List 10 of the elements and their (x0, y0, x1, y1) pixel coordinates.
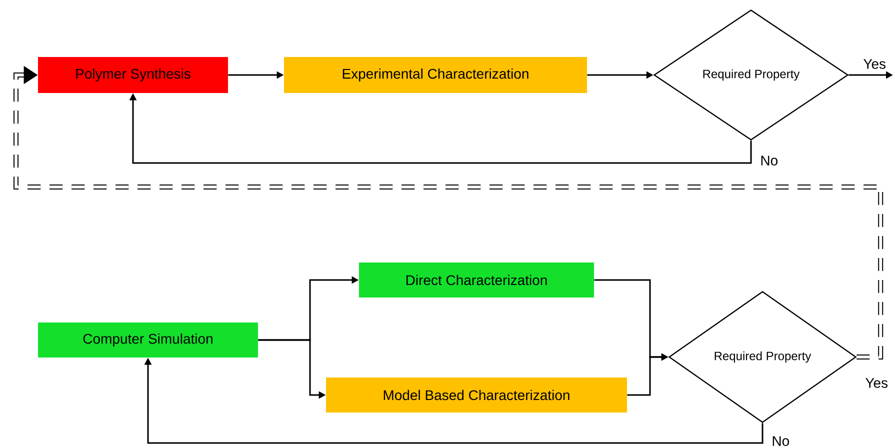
edge-label: Yes (862, 58, 888, 70)
process-box: Direct Characterization (359, 262, 594, 298)
process-box: Computer Simulation (38, 322, 258, 358)
edge-label: No (759, 154, 780, 166)
edge-label: No (770, 435, 791, 447)
edge-label: Yes (864, 377, 890, 389)
process-box: Polymer Synthesis (38, 57, 228, 93)
process-box: Model Based Characterization (326, 378, 627, 412)
process-box: Experimental Characterization (284, 57, 587, 93)
arrow (14, 66, 884, 360)
